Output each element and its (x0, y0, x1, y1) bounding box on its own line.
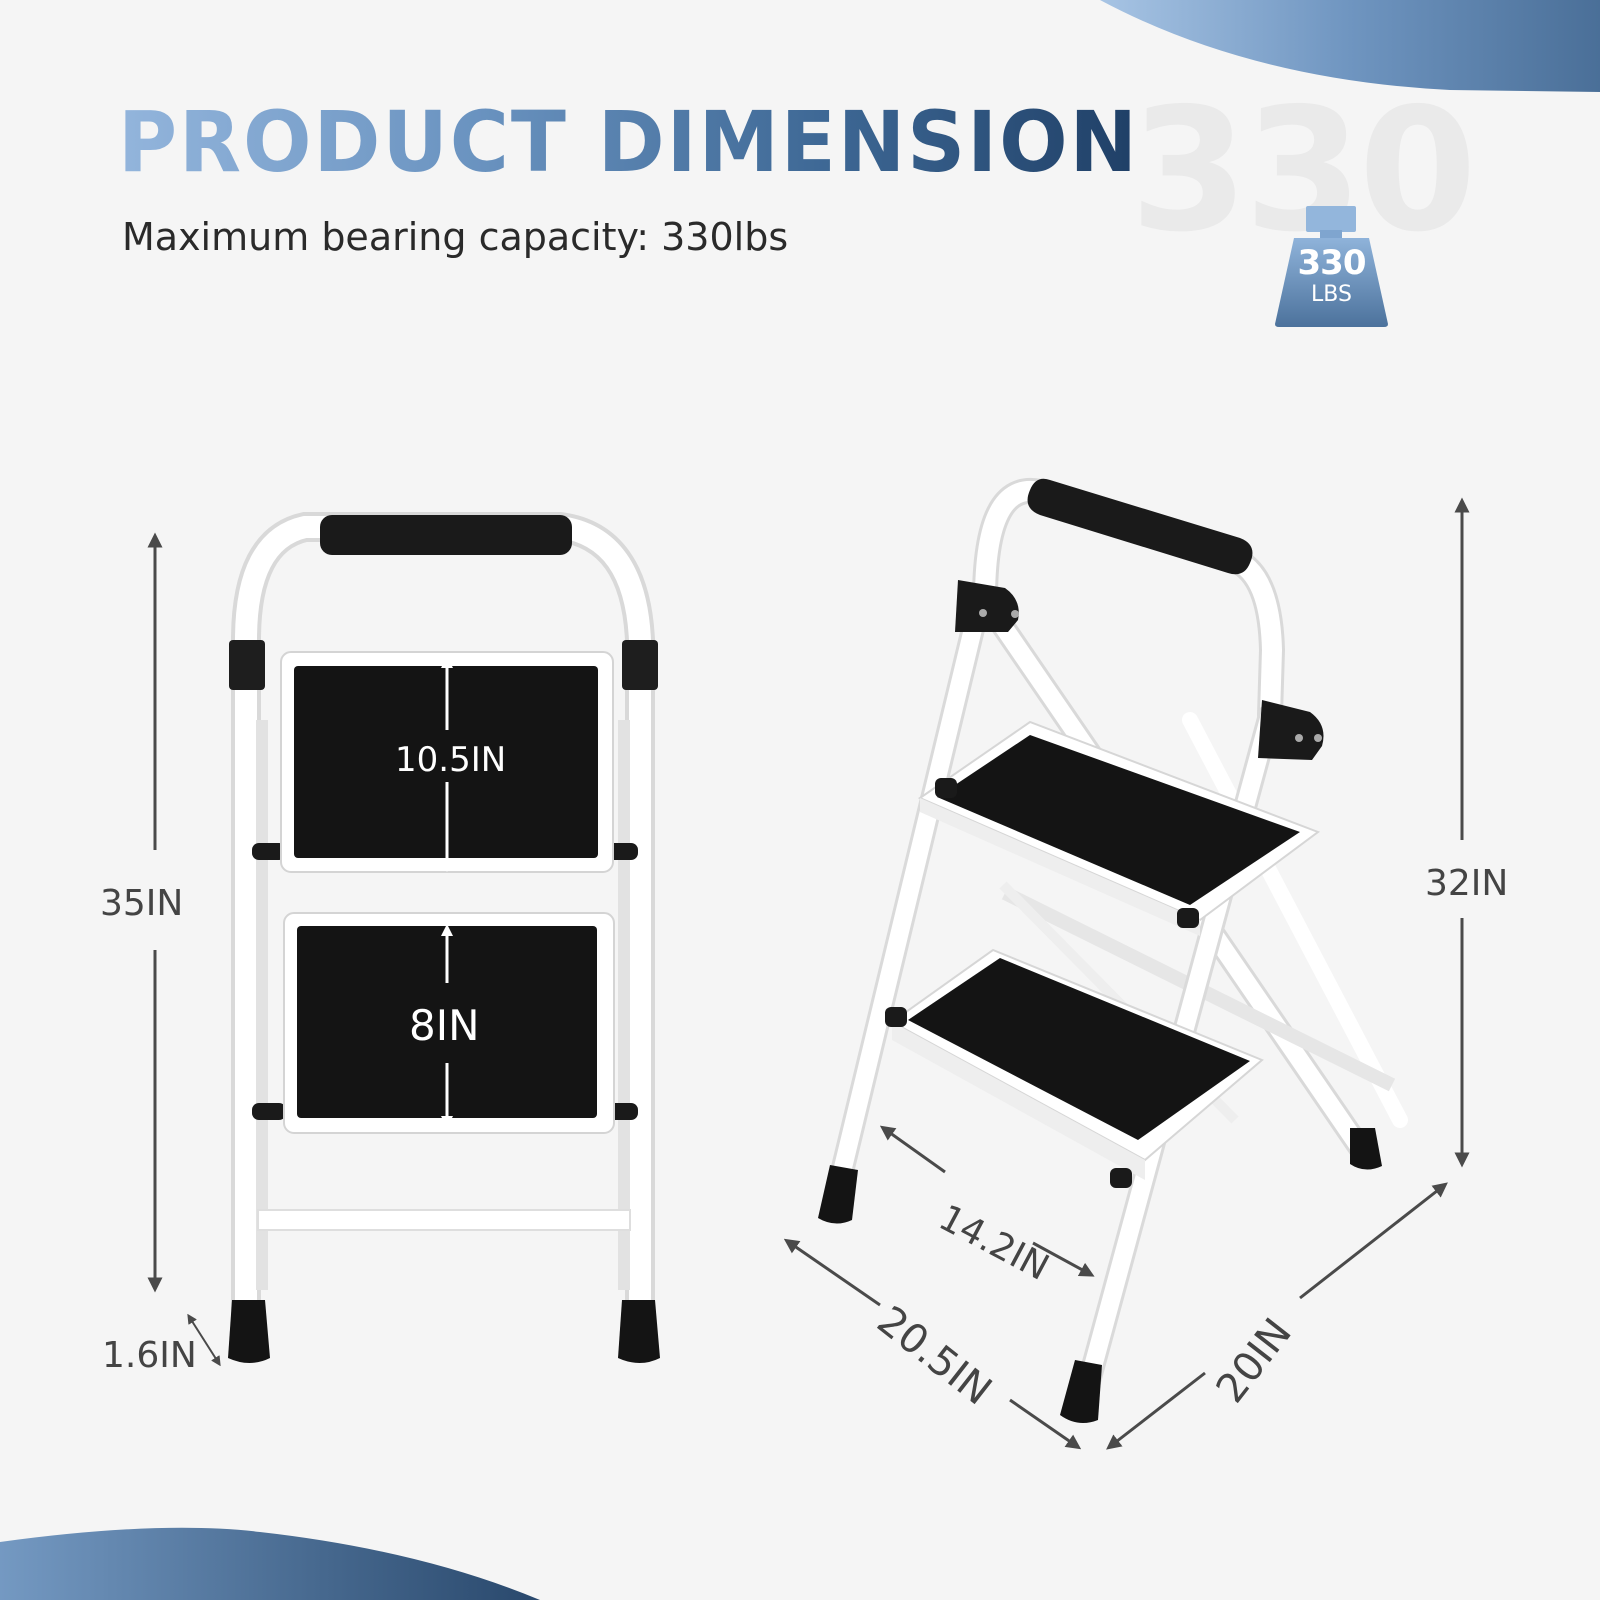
weight-icon (1275, 206, 1388, 327)
weight-value: 330 (1297, 243, 1367, 283)
dim-line-step-width-right (1032, 1241, 1095, 1277)
dim-line-base-depth-right (1009, 1398, 1082, 1450)
dim-line-base-depth-left (783, 1238, 881, 1307)
side-view-ladder (818, 477, 1408, 1424)
dim-line-foot-height (187, 1313, 221, 1367)
front-view-ladder (228, 512, 660, 1363)
top-right-decor-swoosh (1100, 0, 1600, 92)
label-foot-height: 1.6IN (102, 1335, 197, 1376)
weight-unit: LBS (1311, 282, 1352, 307)
dim-line-step-width-left (879, 1125, 946, 1174)
label-standing-height: 32IN (1425, 863, 1509, 904)
label-top-step-depth: 10.5IN (395, 740, 507, 780)
label-total-height: 35IN (100, 883, 184, 924)
background-capacity-number: 330 (1130, 72, 1477, 270)
page-title: PRODUCT DIMENSION (118, 93, 1139, 191)
label-bottom-step-depth: 8IN (409, 1001, 480, 1050)
dim-line-base-width-upper (1299, 1182, 1448, 1300)
capacity-subtitle: Maximum bearing capacity: 330lbs (122, 215, 789, 259)
dim-line-base-width-lower (1106, 1371, 1206, 1450)
